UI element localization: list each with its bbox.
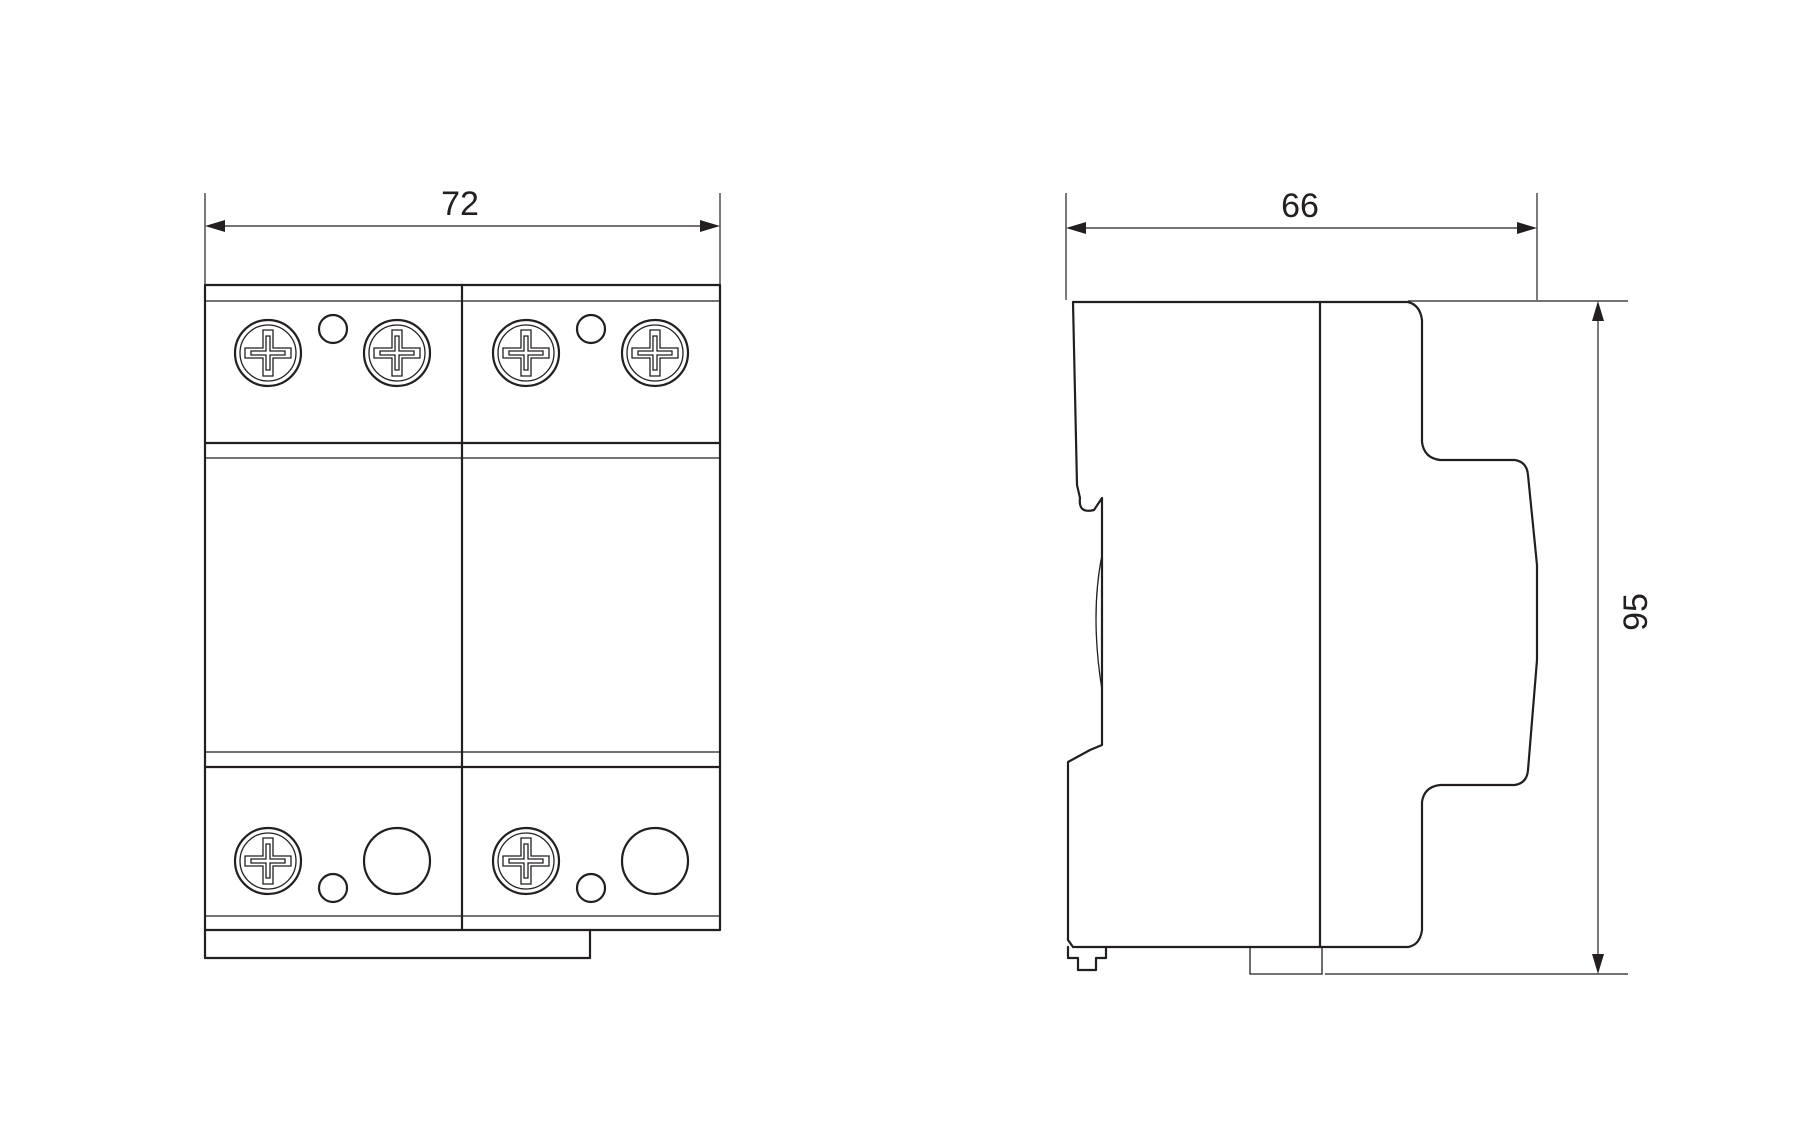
din-rail-strip (203, 928, 592, 960)
terminal-screw-icon (233, 318, 303, 388)
dimension-arrow-left (1066, 222, 1086, 234)
front-view: 72 (203, 185, 722, 960)
width-dimension: 72 (204, 185, 721, 285)
bottom-block (1249, 947, 1323, 975)
dimension-arrow-left (205, 220, 225, 232)
front-body (203, 283, 722, 960)
dimension-arrow-right (700, 220, 720, 232)
terminal-opening-icon (362, 826, 432, 896)
height-dimension-label: 95 (1617, 593, 1655, 631)
side-profile (1066, 300, 1539, 975)
bottom-terminals (233, 826, 690, 904)
width-dimension-label: 72 (441, 185, 479, 223)
dimension-arrow-up (1592, 301, 1604, 321)
terminal-screw-icon (620, 318, 690, 388)
height-dimension: 95 (1325, 300, 1655, 975)
indicator-hole-icon (317, 313, 349, 345)
depth-dimension-label: 66 (1281, 187, 1319, 225)
side-view: 66 95 (1065, 187, 1655, 975)
dimension-arrow-right (1517, 222, 1537, 234)
terminal-screw-icon (362, 318, 432, 388)
terminal-screw-icon (233, 826, 303, 896)
terminal-screw-icon (491, 826, 561, 896)
rail-clip (1066, 945, 1108, 972)
terminal-opening-icon (620, 826, 690, 896)
indicator-hole-icon (575, 313, 607, 345)
dimension-arrow-down (1592, 954, 1604, 974)
indicator-hole-icon (317, 872, 349, 904)
top-terminals (233, 313, 690, 388)
terminal-screw-icon (491, 318, 561, 388)
depth-dimension: 66 (1065, 187, 1538, 300)
indicator-hole-icon (575, 872, 607, 904)
